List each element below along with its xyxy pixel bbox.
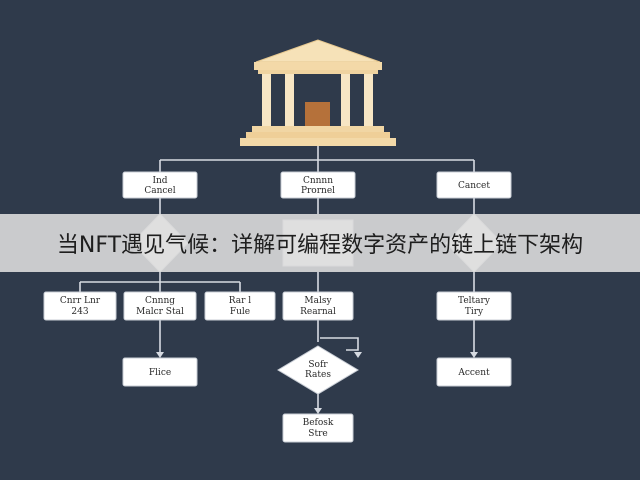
edges: [79, 146, 478, 414]
node-label: Cnrr Lnr: [60, 296, 101, 306]
node-n1: Ind Cancel: [122, 171, 198, 199]
node-label: Cnnnn: [303, 176, 333, 186]
greek-temple-icon: [240, 39, 396, 146]
node-label: Rearnal: [300, 307, 336, 317]
node-n5: Cnnng Malcr Stal: [123, 291, 197, 321]
node-label: Accent: [457, 368, 490, 378]
node-n9: Flice: [122, 357, 198, 387]
banner-title: 当NFT遇见气候：详解可编程数字资产的链上链下架构: [56, 233, 584, 258]
node-n11: Accent: [436, 357, 512, 387]
node-n12: Befosk Stre: [282, 413, 354, 443]
node-label: Cancet: [458, 181, 490, 191]
node-label: Cnnng: [145, 296, 175, 306]
node-label: Malcr Stal: [136, 307, 184, 317]
node-label: Sofr: [308, 360, 328, 370]
node-label: Ind: [152, 176, 167, 186]
node-n2: Cnnnn Prornel: [280, 171, 356, 199]
node-label: Rar l: [229, 296, 252, 306]
node-label: Prornel: [301, 186, 335, 196]
node-label: 243: [71, 307, 88, 317]
node-n4: Cnrr Lnr 243: [43, 291, 117, 321]
node-label: Teltary: [458, 296, 491, 306]
title-banner: 当NFT遇见气候：详解可编程数字资产的链上链下架构: [0, 214, 640, 272]
node-n10: Sofr Rates: [277, 345, 359, 395]
node-label: Flice: [149, 368, 171, 378]
node-label: Malsy: [304, 296, 332, 306]
node-n6: Rar l Fule: [204, 291, 276, 321]
node-label: Stre: [308, 429, 327, 439]
node-n3: Cancet: [436, 171, 512, 199]
node-label: Befosk: [303, 418, 334, 428]
node-n8: Teltary Tiry: [436, 291, 512, 321]
node-label: Tiry: [465, 307, 484, 317]
node-label: Cancel: [144, 186, 175, 196]
node-label: Fule: [230, 307, 250, 317]
node-label: Rates: [305, 370, 331, 380]
node-n7: Malsy Rearnal: [282, 291, 354, 321]
